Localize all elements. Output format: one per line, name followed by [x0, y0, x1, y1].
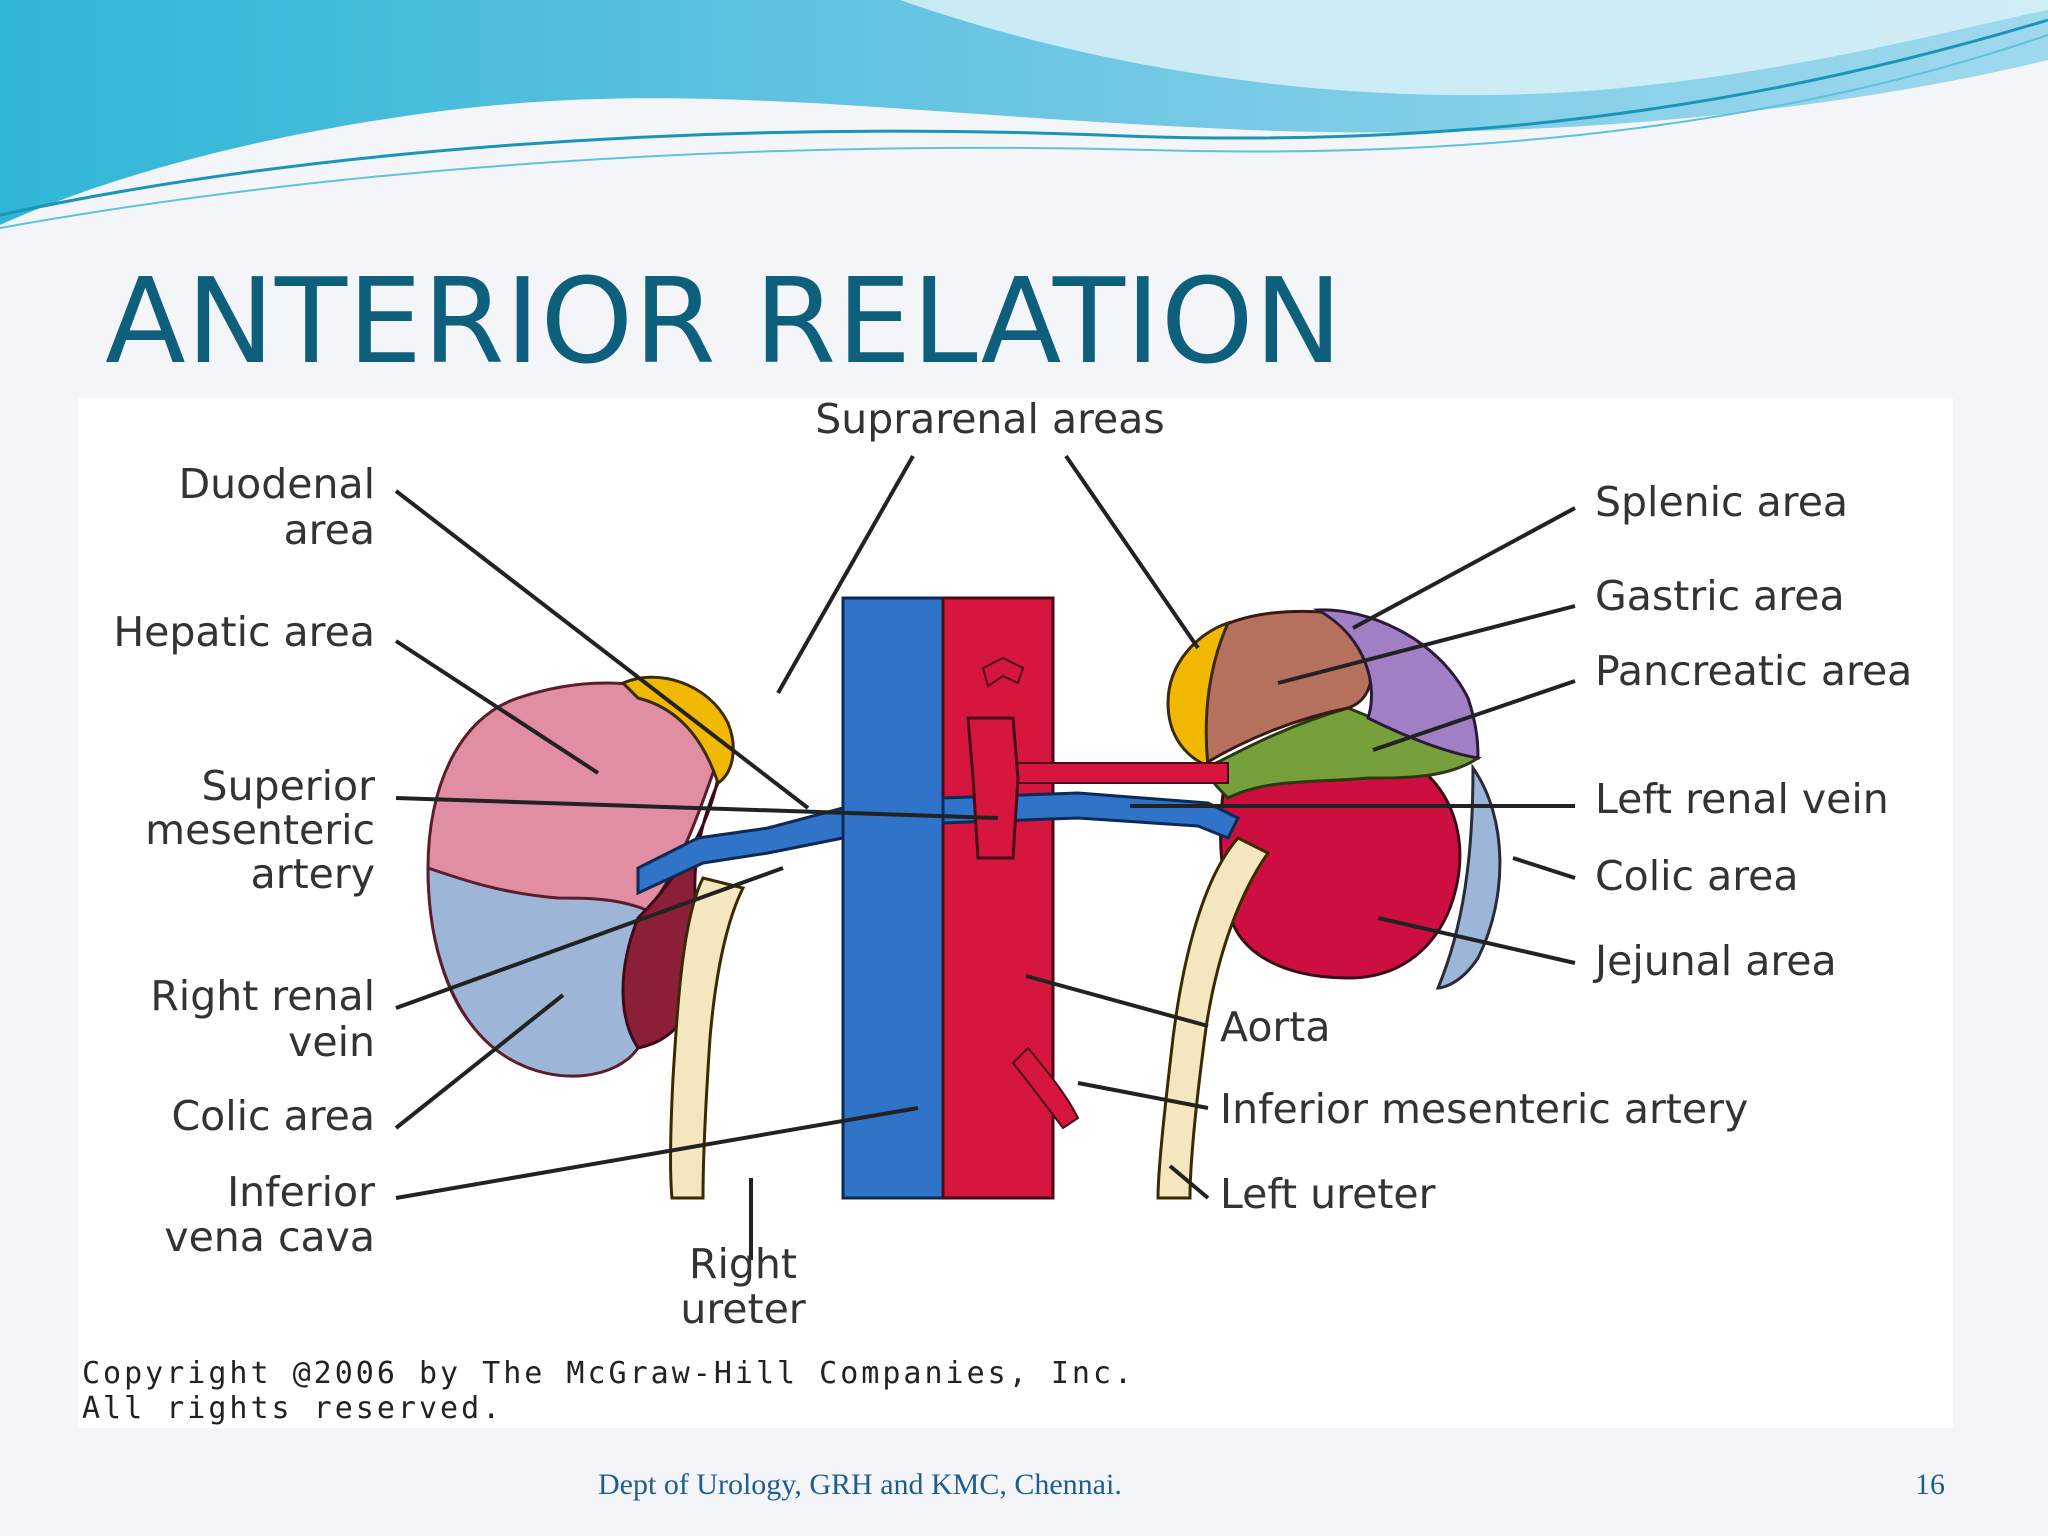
copyright-line2: All rights reserved.: [82, 1391, 503, 1426]
label-sma-line3: artery: [251, 850, 375, 898]
left-kidney-colic-area: [1435, 763, 1502, 990]
renal-artery-left: [1007, 762, 1229, 784]
label-colic-area-left: Colic area: [1595, 852, 1799, 900]
right-renal-vein: [636, 806, 845, 896]
footer-credit: Dept of Urology, GRH and KMC, Chennai.: [598, 1468, 1122, 1501]
label-pancreatic-area: Pancreatic area: [1595, 647, 1912, 695]
label-right-renal-vein-line1: Right renal: [150, 972, 375, 1020]
inferior-mesenteric-artery: [1011, 1046, 1080, 1130]
label-colic-area-right: Colic area: [172, 1092, 376, 1140]
label-hepatic-area: Hepatic area: [113, 608, 375, 656]
left-ureter: [1156, 836, 1271, 1200]
leader-lines: [394, 454, 1576, 1260]
left-kidney-pancreatic-area: [1204, 706, 1482, 800]
left-kidney-splenic-area: [1312, 608, 1480, 760]
label-suprarenal-areas: Suprarenal areas: [815, 398, 1165, 443]
right-ureter: [669, 876, 746, 1200]
inferior-vena-cava: [841, 596, 945, 1200]
label-sma-line1: Superior: [202, 762, 376, 810]
superior-mesenteric-artery: [966, 716, 1020, 860]
label-right-ureter-line2: ureter: [680, 1285, 805, 1333]
label-duodenal-line1: Duodenal: [179, 460, 375, 508]
celiac-trunk: [981, 656, 1025, 688]
slide-number: 16: [1915, 1468, 1945, 1501]
copyright-line1: Copyright @2006 by The McGraw-Hill Compa…: [82, 1356, 1135, 1391]
label-gastric-area: Gastric area: [1595, 572, 1845, 620]
right-suprarenal-area: [620, 675, 735, 786]
label-sma-line2: mesenteric: [145, 806, 375, 854]
label-left-renal-vein: Left renal vein: [1595, 775, 1889, 823]
label-ivc-line1: Inferior: [227, 1168, 375, 1216]
header-wave-decoration: [0, 0, 2048, 229]
label-right-renal-vein-line2: vein: [288, 1018, 375, 1066]
label-duodenal-line2: area: [284, 506, 375, 554]
label-aorta: Aorta: [1220, 1003, 1330, 1051]
label-left-ureter: Left ureter: [1220, 1170, 1436, 1218]
label-jejunal-area: Jejunal area: [1592, 937, 1837, 985]
kidney-diagram: Suprarenal areas Duodenal area Hepatic a…: [82, 398, 1912, 1426]
slide-title: ANTERIOR RELATION: [105, 252, 1343, 390]
label-ivc-line2: vena cava: [164, 1213, 375, 1261]
label-inferior-mesenteric-artery: Inferior mesenteric artery: [1220, 1085, 1748, 1133]
left-suprarenal-area: [1166, 620, 1231, 769]
label-splenic-area: Splenic area: [1595, 478, 1848, 526]
kidney-relations-figure: Suprarenal areas Duodenal area Hepatic a…: [78, 398, 1953, 1428]
aorta: [941, 596, 1055, 1200]
label-right-ureter-line1: Right: [689, 1240, 797, 1288]
